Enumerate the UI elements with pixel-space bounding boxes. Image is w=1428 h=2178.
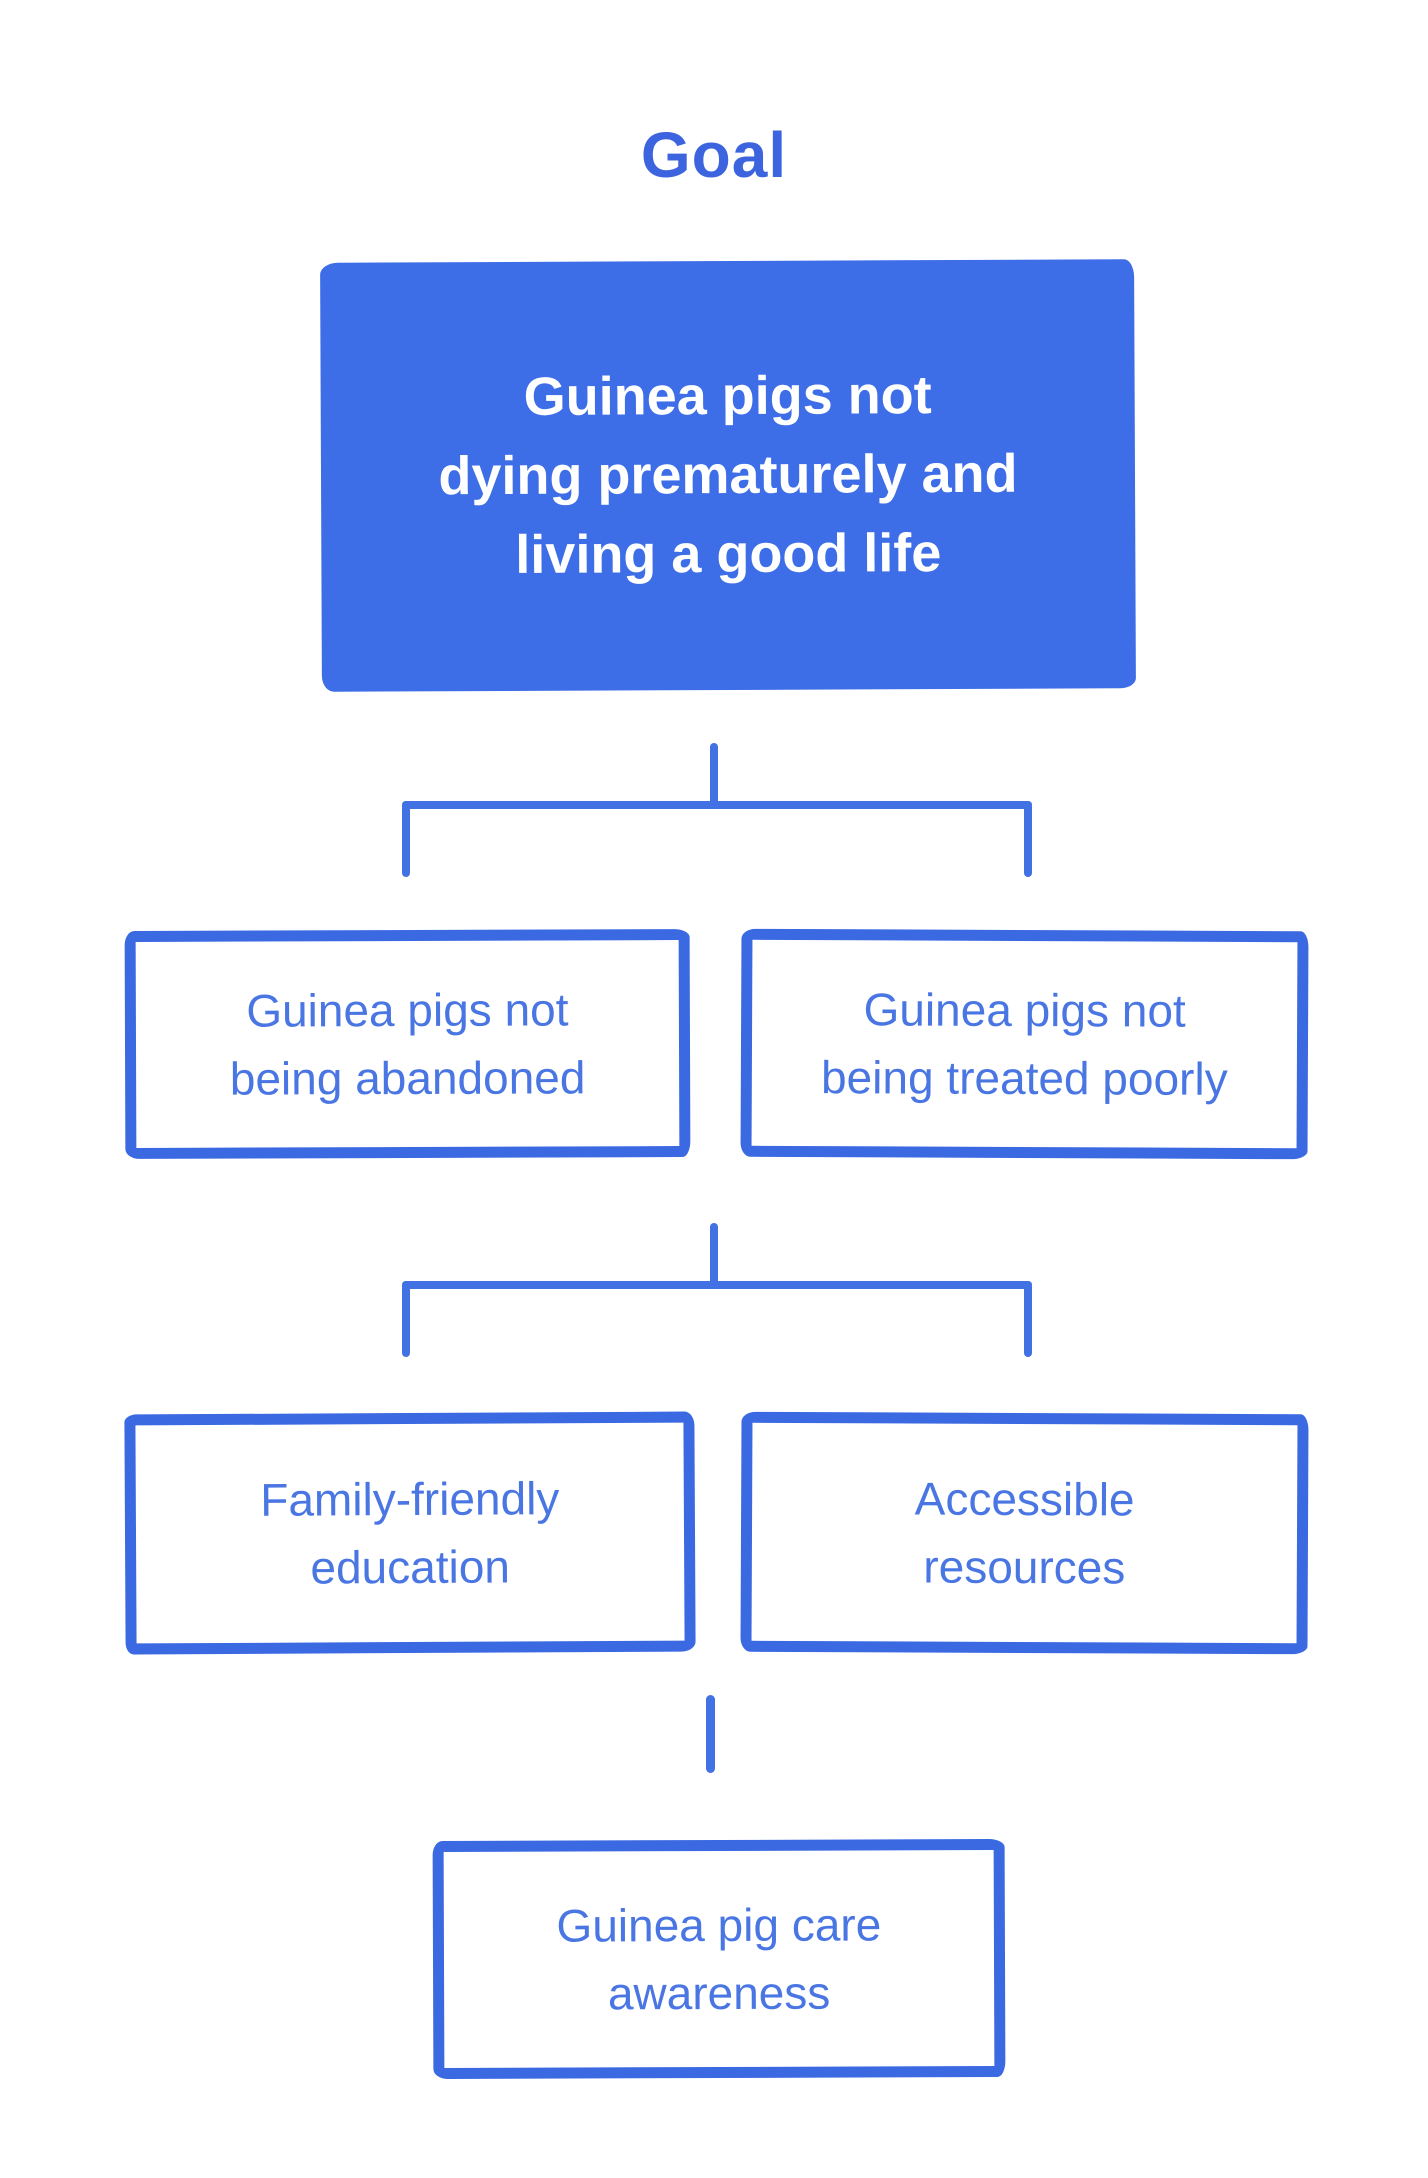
diagram-title: Goal — [640, 119, 788, 191]
connector-b-drop-left — [402, 1281, 410, 1357]
goal-node-label: Guinea pigs not dying prematurely and li… — [438, 365, 1018, 585]
connector-b-stem — [710, 1223, 718, 1287]
node-accessible-resources-label: Accessible resources — [914, 1472, 1135, 1594]
node-not-treated-poorly-label: Guinea pigs not being treated poorly — [820, 983, 1228, 1105]
goal-node: Guinea pigs not dying prematurely and li… — [320, 259, 1136, 692]
node-care-awareness-label: Guinea pig care awareness — [556, 1898, 882, 2020]
connector-a-horizontal — [402, 801, 1032, 809]
connector-b-drop-right — [1024, 1281, 1032, 1357]
node-accessible-resources: Accessible resources — [740, 1411, 1309, 1655]
connector-a-drop-right — [1024, 801, 1032, 877]
node-not-treated-poorly: Guinea pigs not being treated poorly — [740, 928, 1309, 1160]
node-family-friendly-education: Family-friendly education — [124, 1411, 696, 1655]
connector-c-stem — [706, 1695, 715, 1773]
node-not-abandoned: Guinea pigs not being abandoned — [124, 929, 691, 1159]
node-not-abandoned-label: Guinea pigs not being abandoned — [229, 983, 586, 1105]
connector-b-horizontal — [402, 1281, 1032, 1289]
node-care-awareness: Guinea pig care awareness — [432, 1839, 1006, 2079]
connector-a-stem — [710, 743, 718, 807]
connector-a-drop-left — [402, 801, 410, 877]
node-family-friendly-education-label: Family-friendly education — [260, 1472, 560, 1594]
